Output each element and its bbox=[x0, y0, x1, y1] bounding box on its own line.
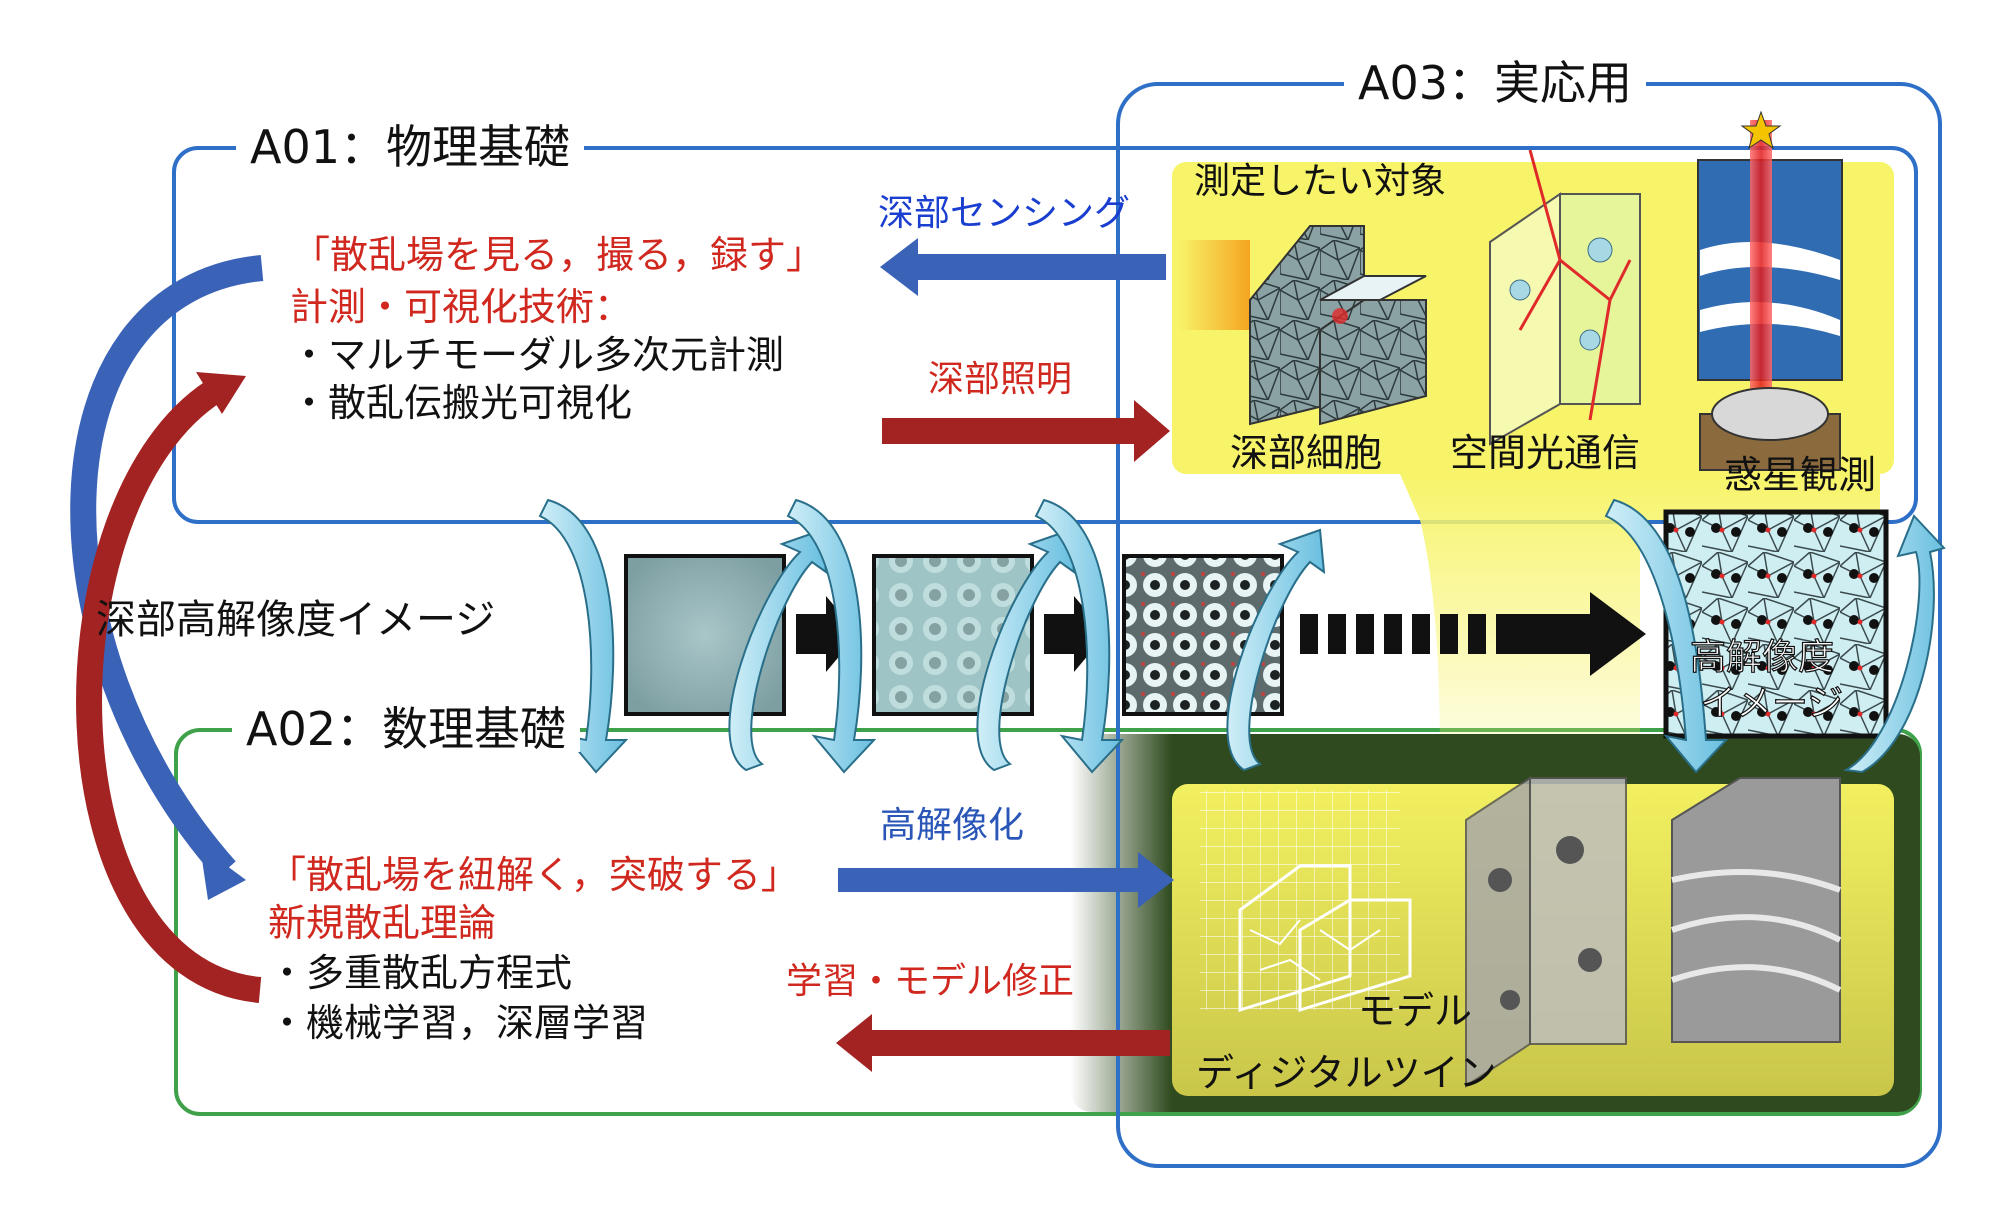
targets-title: 測定したい対象 bbox=[1194, 161, 1447, 202]
result-label-line2: イメージ bbox=[1699, 683, 1844, 724]
a02-bullet-1: ・多重散乱方程式 bbox=[268, 951, 573, 995]
blue-curve-arrow bbox=[70, 255, 264, 879]
a01-bullet-1: ・マルチモーダル多次元計測 bbox=[290, 333, 785, 377]
a02-heading: 「散乱場を紐解く，突破する」 bbox=[268, 853, 799, 897]
cycle-arrows bbox=[538, 498, 1946, 774]
deep-sensing-label: 深部センシング bbox=[878, 193, 1131, 234]
model-label: モデル bbox=[1358, 989, 1473, 1033]
deep-imaging-label: 深部高解像度イメージ bbox=[96, 597, 496, 643]
planet-observation-illustration bbox=[1697, 110, 1843, 471]
model-grid-illustration bbox=[1200, 790, 1412, 1013]
target-optical-comm: 空間光通信 bbox=[1450, 431, 1641, 475]
model-layered-illustration bbox=[1671, 777, 1842, 1043]
optical-communication-illustration bbox=[1489, 149, 1641, 446]
progress-arrow-1 bbox=[796, 596, 858, 672]
a01-heading: 「散乱場を見る，撮る，録す」 bbox=[292, 233, 825, 277]
a02-title: A02：数理基礎 bbox=[232, 706, 581, 752]
deep-illumination-label: 深部照明 bbox=[928, 359, 1073, 400]
target-planet: 惑星観測 bbox=[1724, 453, 1877, 497]
a03-title: A03：実応用 bbox=[1344, 60, 1647, 106]
deep-illumination-arrow bbox=[882, 400, 1170, 462]
target-deep-cell: 深部細胞 bbox=[1230, 431, 1383, 475]
deep-sensing-arrow bbox=[880, 238, 1166, 296]
a01-subheading: 計測・可視化技術： bbox=[290, 285, 633, 329]
learning-arrow bbox=[836, 1014, 1170, 1072]
progress-arrow-2 bbox=[1044, 596, 1106, 672]
digital-twin-label: ディジタルツイン bbox=[1196, 1051, 1497, 1095]
a01-title: A01：物理基礎 bbox=[236, 124, 585, 170]
result-label-line1: 高解像度 bbox=[1689, 637, 1835, 678]
progress-arrow-dashed bbox=[1300, 592, 1646, 676]
high-resolution-label: 高解像化 bbox=[880, 805, 1025, 846]
a02-bullet-2: ・機械学習，深層学習 bbox=[268, 1001, 649, 1045]
learning-label: 学習・モデル修正 bbox=[786, 961, 1075, 1002]
high-resolution-arrow bbox=[838, 852, 1174, 908]
a01-bullet-2: ・散乱伝搬光可視化 bbox=[290, 381, 633, 425]
red-curve-arrow bbox=[76, 378, 262, 1003]
deep-cell-illustration bbox=[1178, 225, 1427, 426]
model-cylinder-illustration bbox=[1465, 776, 1627, 1088]
a02-subheading: 新規散乱理論 bbox=[268, 901, 497, 945]
